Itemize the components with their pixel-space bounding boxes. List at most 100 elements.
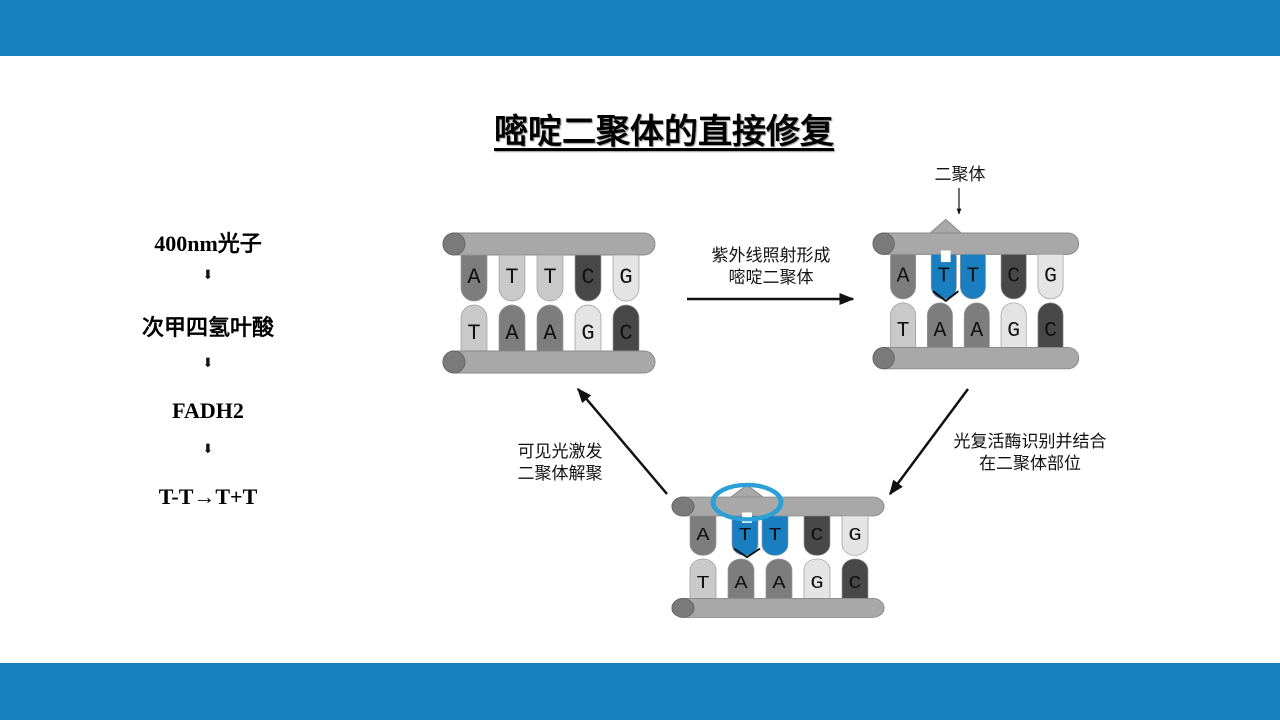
down-arrow-icon: ⬇ (202, 356, 214, 371)
visible-label-line1: 可见光激发 (517, 442, 603, 462)
dimer-kink (928, 218, 963, 234)
base-bottom-letter: A (543, 321, 557, 346)
dimer-base (930, 254, 957, 300)
base-top-letter: C (810, 525, 823, 546)
base-bottom-letter: A (970, 319, 983, 343)
base-top (1037, 254, 1064, 300)
slide-title: 嘧啶二聚体的直接修复 (494, 112, 834, 152)
base-bottom-letter: T (467, 321, 480, 346)
base-bottom (1000, 302, 1027, 348)
dimer-label: 二聚体 (934, 165, 986, 185)
base-bottom (841, 558, 869, 599)
base-top-letter: A (467, 265, 481, 290)
base-top (536, 254, 564, 302)
base-top-letter: A (696, 525, 710, 546)
base-bottom (926, 302, 953, 348)
base-bottom (612, 304, 640, 352)
dimer-base-letter: T (768, 525, 781, 546)
base-top-letter: C (581, 265, 594, 290)
base-top (498, 254, 526, 302)
base-top (689, 515, 717, 556)
base-top-letter: C (1007, 265, 1020, 289)
footer-bar (0, 663, 1280, 720)
dimer-bond (733, 547, 761, 559)
base-bottom (890, 302, 917, 348)
enzyme-arrow (888, 388, 970, 496)
step-fadh2: FADH2 (172, 398, 244, 423)
base-bottom-letter: C (1044, 319, 1057, 343)
base-bottom-letter: A (505, 321, 519, 346)
top-backbone-end (671, 496, 695, 517)
base-bottom (574, 304, 602, 352)
bottom-backbone (671, 598, 885, 618)
base-top (841, 515, 869, 556)
down-arrow-icon: ⬇ (202, 268, 214, 283)
base-bottom-letter: G (810, 573, 823, 594)
bottom-backbone-end (442, 350, 466, 374)
enzyme-label: 光复活酶识别并结合 在二聚体部位 (930, 431, 1130, 475)
base-bottom (963, 302, 990, 348)
base-bottom-letter: C (619, 321, 632, 346)
bottom-backbone (442, 350, 656, 374)
base-top (803, 515, 831, 556)
base-bottom (803, 558, 831, 599)
photolyase-enzyme (710, 482, 784, 522)
enzyme-label-line2: 在二聚体部位 (979, 454, 1081, 474)
bottom-backbone-end (671, 598, 695, 618)
top-backbone (442, 232, 656, 256)
base-top (460, 254, 488, 302)
dimer-gap (940, 250, 951, 263)
step-mthf: 次甲四氢叶酸 (141, 316, 274, 341)
base-bottom (727, 558, 755, 599)
base-bottom (689, 558, 717, 599)
dimer-base (731, 515, 759, 556)
down-arrow-icon: ⬇ (202, 442, 214, 457)
base-top-letter: T (543, 265, 556, 290)
base-top-letter: T (505, 265, 518, 290)
base-bottom (498, 304, 526, 352)
dimer-base-letter: T (738, 525, 751, 546)
bottom-backbone-end (872, 346, 895, 370)
dimer-base-letter: T (937, 265, 950, 289)
base-bottom-letter: G (1007, 319, 1020, 343)
base-bottom-letter: A (772, 573, 786, 594)
bottom-backbone (872, 346, 1080, 370)
base-bottom-letter: A (934, 319, 947, 343)
base-bottom (460, 304, 488, 352)
base-top (890, 254, 917, 300)
base-top (1000, 254, 1027, 300)
base-top (574, 254, 602, 302)
base-top-letter: G (848, 525, 861, 546)
step-split: T-T→T+T (158, 484, 258, 509)
top-backbone (872, 232, 1080, 255)
enzyme-label-line1: 光复活酶识别并结合 (953, 432, 1107, 452)
base-top-letter: A (897, 265, 910, 289)
uv-label-line1: 紫外线照射形成 (711, 246, 831, 266)
base-bottom-letter: C (848, 573, 861, 594)
base-bottom (1037, 302, 1064, 348)
base-bottom-letter: G (581, 321, 594, 346)
dimer-bond (932, 290, 959, 303)
base-bottom-letter: A (734, 573, 748, 594)
header-bar (0, 0, 1280, 56)
visible-light-label: 可见光激发 二聚体解聚 (500, 441, 620, 485)
base-top-letter: G (1044, 265, 1057, 289)
uv-label: 紫外线照射形成 嘧啶二聚体 (688, 245, 854, 289)
top-backbone-end (872, 232, 895, 255)
base-bottom (536, 304, 564, 352)
visible-light-arrow (577, 387, 668, 495)
top-backbone-end (442, 232, 466, 256)
visible-label-line2: 二聚体解聚 (517, 464, 603, 484)
base-top-letter: G (619, 265, 632, 290)
step-photon: 400nm光子 (154, 231, 262, 256)
base-bottom (765, 558, 793, 599)
uv-label-line2: 嘧啶二聚体 (728, 268, 814, 288)
dimer-base (959, 254, 986, 300)
dimer-base (761, 515, 789, 556)
base-bottom-letter: T (897, 319, 910, 343)
base-top (612, 254, 640, 302)
